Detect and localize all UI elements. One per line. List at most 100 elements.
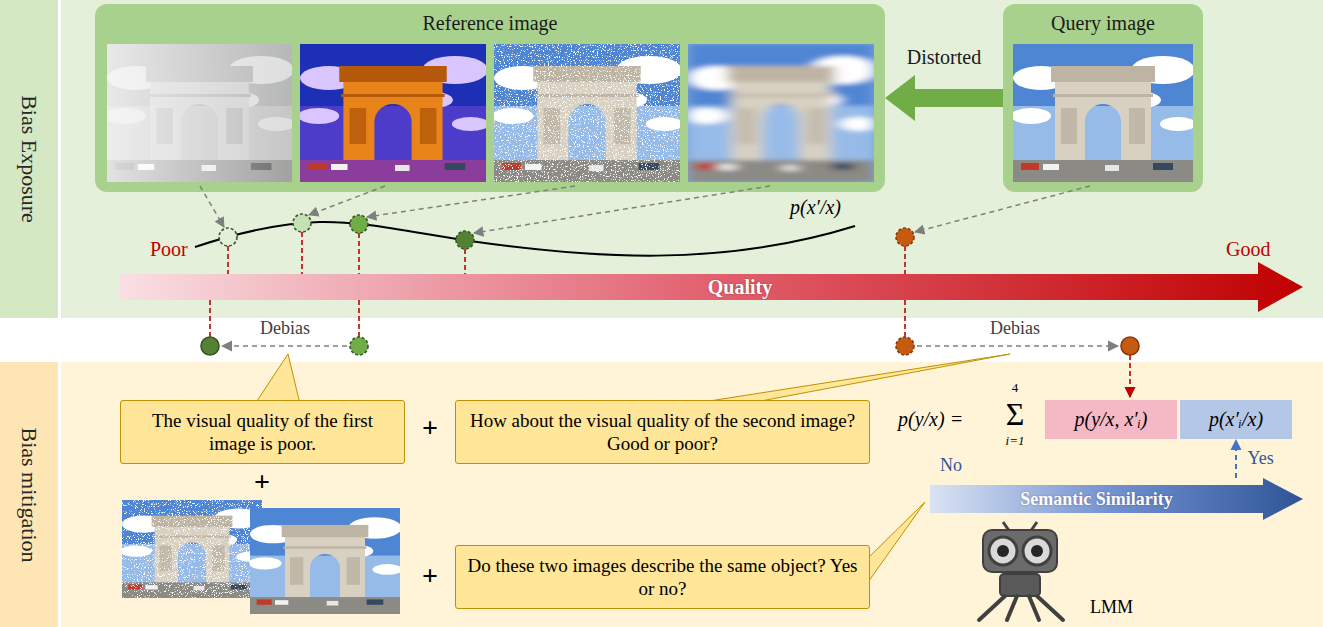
leader-line xyxy=(309,186,385,215)
debias-arrows xyxy=(222,345,1118,347)
leader-line xyxy=(915,186,1090,232)
quality-axis: Quality xyxy=(120,262,1303,312)
connector-line xyxy=(914,89,1003,107)
query-picture xyxy=(1011,44,1196,182)
arch-picture xyxy=(492,44,683,182)
panel-ground xyxy=(95,4,885,192)
axis-end-label: Good xyxy=(1226,238,1270,261)
fog-overlay xyxy=(107,44,292,182)
biased-dot xyxy=(350,337,368,355)
query-dot xyxy=(896,228,914,246)
panel-fill xyxy=(95,4,885,192)
arch-picture xyxy=(120,500,264,598)
plus-sign: + xyxy=(422,560,438,592)
panel-title: Query image xyxy=(1003,11,1203,35)
robot-icon xyxy=(979,522,1063,620)
drop-arrow xyxy=(1129,355,1131,397)
prompt-bubble: Do these two images describe the same ob… xyxy=(455,545,870,609)
band-ground xyxy=(0,0,1323,318)
sample-dot xyxy=(350,215,368,233)
connector-label: Distorted xyxy=(907,46,981,69)
query-panel: Query image xyxy=(1003,4,1203,192)
prompt-text: Do these two images describe the same ob… xyxy=(466,554,859,600)
leader-line xyxy=(367,186,575,217)
band-divider xyxy=(58,0,61,318)
foggy-image xyxy=(105,44,295,182)
drop-line xyxy=(464,249,466,274)
robot-legs xyxy=(979,596,1063,620)
panel-ground xyxy=(1003,4,1203,192)
prior-term: p(x′ᵢ/x) xyxy=(1180,400,1292,439)
axis-title: Semantic Similarity xyxy=(1020,489,1172,510)
leader-lines xyxy=(200,186,1090,233)
arch-picture xyxy=(686,44,877,182)
robot-eye xyxy=(989,537,1017,565)
debias-arrow xyxy=(917,345,1118,347)
sum-lower-limit: i=1 xyxy=(1006,434,1025,449)
panel-fill xyxy=(1003,4,1203,192)
arrow-body xyxy=(930,478,1303,520)
prompt-text: How about the visual quality of the seco… xyxy=(466,409,859,455)
plus-sign: + xyxy=(254,466,270,498)
debias-label: Debias xyxy=(257,318,313,339)
likelihood-term: p(y/x, x′ᵢ) xyxy=(1045,400,1177,439)
arch-picture xyxy=(105,44,295,182)
robot-body xyxy=(1000,574,1040,596)
arrow-head xyxy=(885,75,915,121)
model-label: LMM xyxy=(1090,597,1133,618)
drop-line xyxy=(301,232,303,274)
band-strip xyxy=(0,0,58,318)
drop-line xyxy=(358,233,360,274)
debiased-dot xyxy=(1121,337,1139,355)
debias-arrow xyxy=(222,345,347,347)
distribution-label: p(x′/x) xyxy=(790,196,841,219)
sample-dot xyxy=(456,231,474,249)
pair-image xyxy=(248,508,402,614)
prompt-bubble: The visual quality of the first image is… xyxy=(120,400,405,464)
noisy-image xyxy=(492,44,683,182)
band-fill xyxy=(0,0,1323,318)
band-divider xyxy=(58,362,61,627)
drop-line xyxy=(227,246,229,274)
formula-term: p(x′ᵢ/x) xyxy=(1189,407,1283,432)
band-fill xyxy=(0,362,1323,627)
drop-line xyxy=(358,300,360,337)
robot-pupil xyxy=(1031,545,1043,557)
leader-line xyxy=(200,186,224,227)
debiased-dot xyxy=(201,337,219,355)
arch-picture xyxy=(1011,44,1196,182)
sum-symbol: Σ xyxy=(1006,396,1025,433)
debias-label: Debias xyxy=(987,318,1043,339)
robot-pupil xyxy=(997,545,1009,557)
formula-term: p(y/x, x′ᵢ) xyxy=(1054,407,1168,432)
drop-lines xyxy=(210,232,1130,397)
reference-panel: Reference image xyxy=(95,4,885,192)
drop-line xyxy=(904,246,906,274)
band-ground xyxy=(0,362,1323,627)
band-strip xyxy=(0,362,58,627)
prompt-text: The visual quality of the first image is… xyxy=(131,409,394,455)
exposure-band: Reference image Query imageQuality Bias Ex… xyxy=(0,0,1323,318)
drop-line xyxy=(904,300,906,337)
formula-lhs: p(y/x) = xyxy=(898,408,963,431)
drop-line xyxy=(209,300,211,337)
leader-line xyxy=(474,186,770,233)
sample-dot xyxy=(219,228,237,246)
band-title: Bias Exposure xyxy=(16,95,42,223)
sample-dots xyxy=(219,214,914,249)
arch-picture xyxy=(298,44,489,182)
bubble-tail xyxy=(690,354,1010,404)
bubble-tail xyxy=(866,502,925,585)
distortion-arrow xyxy=(885,75,1003,121)
color-shift-image xyxy=(298,44,489,182)
band-title: Bias mitigation xyxy=(16,427,42,562)
bubble-tail xyxy=(255,354,300,404)
blurred-image xyxy=(686,44,877,182)
axis-end-label: No xyxy=(940,455,962,476)
prompt-bubble: How about the visual quality of the seco… xyxy=(455,400,870,464)
robot-head xyxy=(983,530,1057,572)
arrow-head xyxy=(1231,439,1242,450)
